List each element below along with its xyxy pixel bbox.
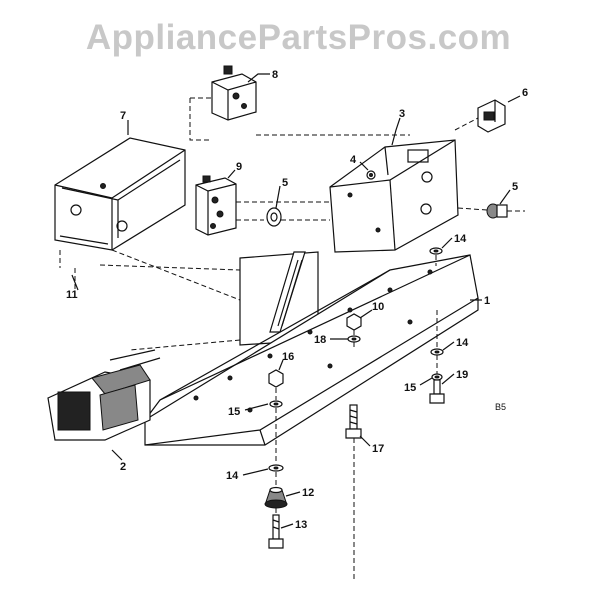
callout-7: 7 [120, 110, 126, 122]
callout-14-bottom: 14 [226, 470, 239, 482]
part-15-washer-left [269, 400, 283, 408]
callout-18: 18 [314, 334, 326, 346]
callout-4: 4 [350, 154, 357, 166]
part-6-connector [477, 99, 506, 133]
part-18-washer [347, 335, 361, 343]
part-14-washer-top [429, 247, 443, 255]
callout-10: 10 [372, 301, 384, 313]
callout-15-right: 15 [404, 382, 416, 394]
part-14-washer-right [430, 348, 444, 356]
part-2-transformer [47, 349, 161, 441]
callouts: 1 2 3 4 5 5 6 7 8 9 10 11 12 13 14 14 14… [66, 69, 528, 531]
callout-5-left: 5 [282, 177, 288, 189]
callout-2: 2 [120, 461, 126, 473]
part-5-knob-right [486, 203, 508, 219]
part-19-bolt [429, 379, 445, 404]
leader-lines [71, 73, 521, 529]
callout-3: 3 [399, 108, 405, 120]
part-15-washer-right [431, 373, 443, 381]
callout-12: 12 [302, 487, 314, 499]
callout-9: 9 [236, 161, 242, 173]
part-9-switch [195, 175, 237, 236]
part-12-rubber-foot [264, 486, 288, 509]
part-13-bolt [268, 514, 284, 549]
callout-19: 19 [456, 369, 468, 381]
part-5-nut-left [266, 207, 282, 227]
callout-5-right: 5 [512, 181, 518, 193]
callout-16: 16 [282, 351, 294, 363]
callout-13: 13 [295, 519, 307, 531]
part-1-channel [144, 254, 479, 446]
callout-14-right: 14 [456, 337, 469, 349]
callout-17: 17 [372, 443, 384, 455]
callout-11: 11 [66, 289, 78, 301]
part-17-bolt [345, 404, 362, 439]
callout-1: 1 [484, 295, 490, 307]
callout-14-top: 14 [454, 233, 467, 245]
part-4-clip [366, 170, 376, 180]
callout-6: 6 [522, 87, 528, 99]
part-10-nut [346, 313, 362, 331]
part-16-nut [268, 369, 284, 388]
part-7-box [54, 137, 186, 251]
watermark: AppliancePartsPros.com [85, 18, 512, 57]
diagram-code: B5 [495, 402, 506, 412]
assembly-lines [59, 97, 525, 580]
part-3-box [329, 139, 459, 253]
part-8-switch [211, 65, 257, 121]
part-14-washer-bottom [268, 464, 284, 472]
callout-15-left: 15 [228, 406, 240, 418]
callout-8: 8 [272, 69, 278, 81]
